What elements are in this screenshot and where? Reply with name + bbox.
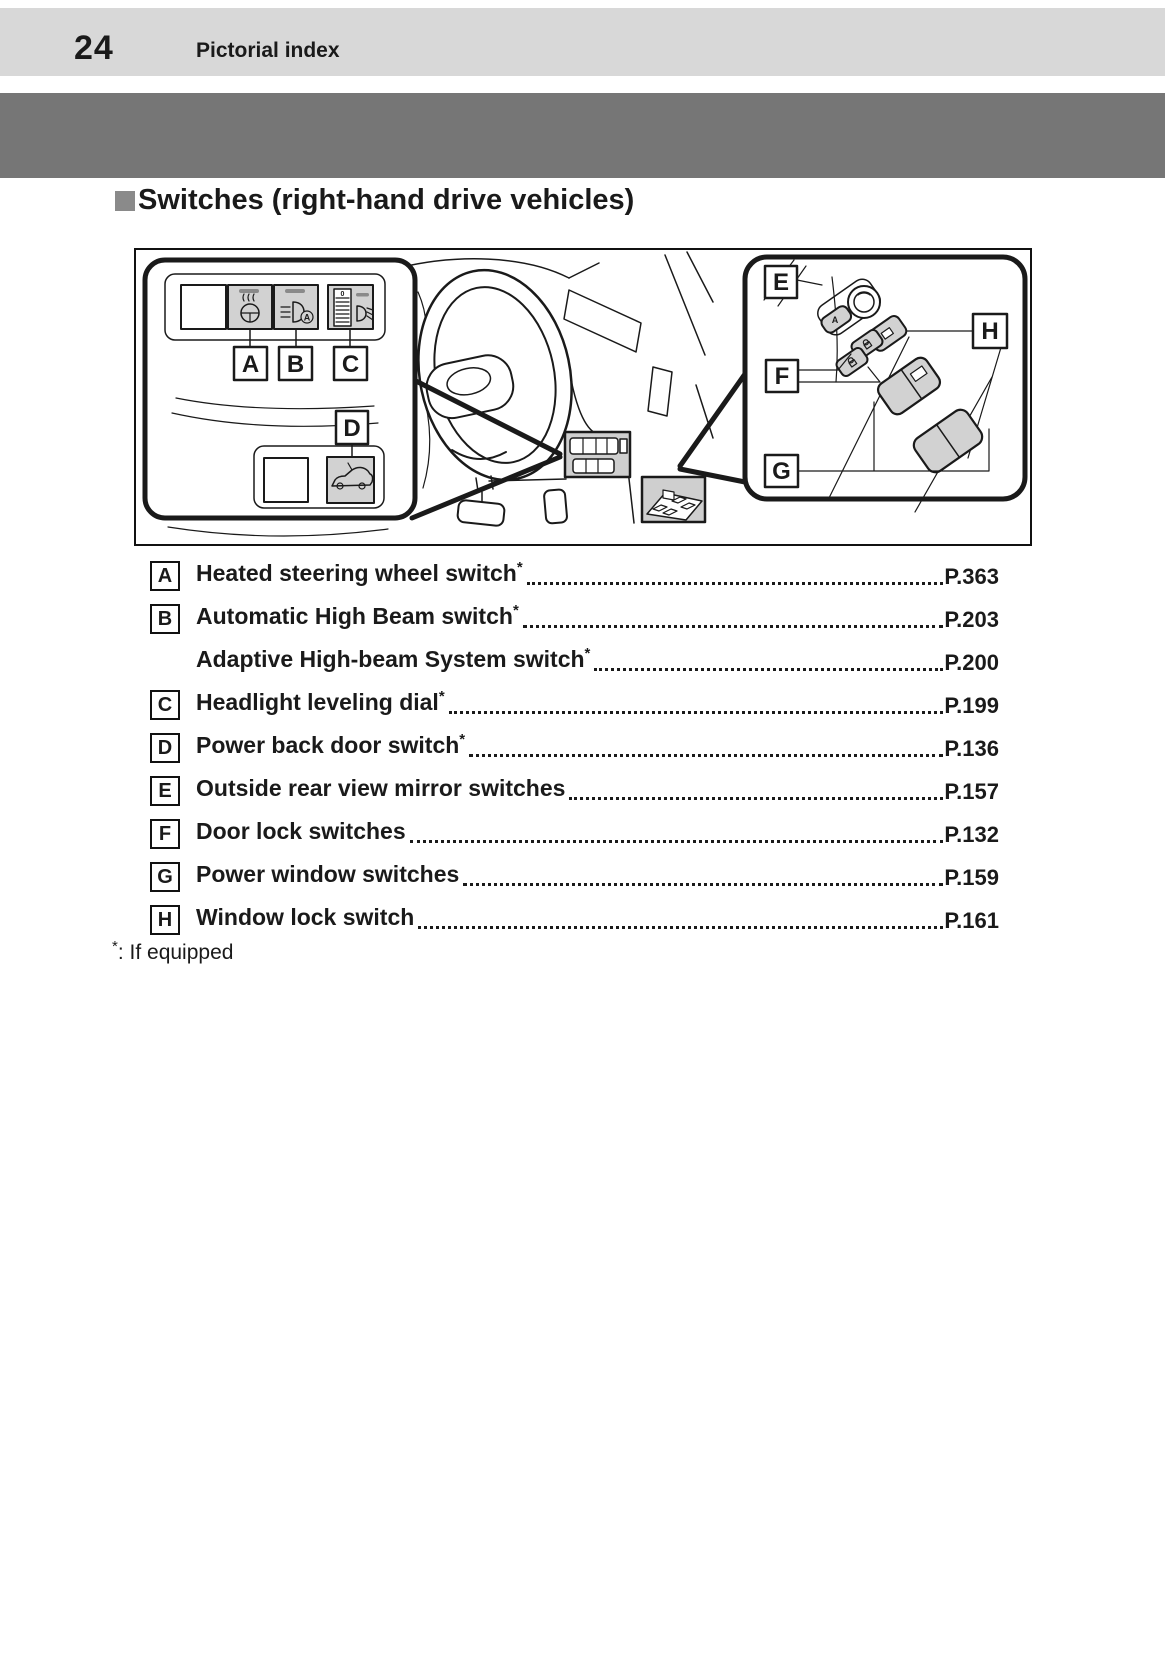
page-reference: P.199 <box>944 693 999 718</box>
automatic-high-beam-switch-icon: A <box>273 284 319 330</box>
door-lock-switches-icon <box>835 328 884 378</box>
section-title-text: Switches (right-hand drive vehicles) <box>138 184 635 216</box>
callout-b: B <box>277 345 314 382</box>
dotted-leader <box>448 711 944 714</box>
dotted-leader <box>522 625 944 628</box>
dotted-leader <box>463 883 944 886</box>
callout-letter-box: F <box>150 819 180 849</box>
section-title: Switches (right-hand drive vehicles) <box>115 184 634 217</box>
instrument-panel-switch-inset <box>563 430 632 479</box>
index-label: Outside rear view mirror switches <box>196 775 566 801</box>
callout-letter-box: E <box>150 776 180 806</box>
page-reference: P.363 <box>944 564 999 589</box>
index-label: Door lock switches <box>196 818 406 844</box>
callout-letter-box: H <box>150 905 180 935</box>
svg-text:0: 0 <box>341 291 345 298</box>
callout-letter-box: C <box>150 690 180 720</box>
heated-steering-wheel-switch-icon <box>227 284 273 330</box>
svg-text:B: B <box>287 351 304 378</box>
index-label: Heated steering wheel switch* <box>196 559 523 586</box>
asterisk-symbol: * <box>112 938 118 955</box>
index-row: E Outside rear view mirror switches P.15… <box>150 775 999 806</box>
svg-text:F: F <box>775 363 790 390</box>
index-row: G Power window switches P.159 <box>150 861 999 892</box>
page-reference: P.200 <box>944 650 999 675</box>
switch-index-list: A Heated steering wheel switch* P.363 B … <box>150 559 999 948</box>
svg-text:A: A <box>242 351 259 378</box>
svg-text:D: D <box>343 415 360 442</box>
index-row: Adaptive High-beam System switch* P.200 <box>150 645 999 677</box>
dotted-leader <box>409 840 944 843</box>
page-number: 24 <box>74 29 114 67</box>
blank-switch <box>180 284 227 330</box>
callout-letter-box: B <box>150 604 180 634</box>
callout-c: C <box>332 345 369 382</box>
mirror-select-switch-icon: A <box>820 305 853 334</box>
callout-d: D <box>334 409 370 446</box>
index-row: A Heated steering wheel switch* P.363 <box>150 559 999 591</box>
svg-text:A: A <box>304 313 311 323</box>
dotted-leader <box>469 754 944 757</box>
steering-wheel-art <box>417 268 573 527</box>
index-row: D Power back door switch* P.136 <box>150 731 999 763</box>
callout-g: G <box>763 453 800 489</box>
svg-text:A: A <box>832 315 839 325</box>
callout-pointers <box>409 371 748 521</box>
svg-text:C: C <box>342 351 359 378</box>
switches-diagram: A 0 A B C <box>134 248 1032 546</box>
power-back-door-switch-icon <box>326 456 375 504</box>
index-label: Window lock switch <box>196 904 415 930</box>
callout-e: E <box>763 264 799 300</box>
blank-switch <box>263 457 309 503</box>
index-label: Automatic High Beam switch* <box>196 602 519 629</box>
index-label: Headlight leveling dial* <box>196 688 445 715</box>
page-reference: P.132 <box>944 822 999 847</box>
instrument-panel-closeup: A 0 A B C <box>142 257 418 521</box>
dotted-leader <box>418 926 944 929</box>
pedal <box>543 488 568 525</box>
dotted-leader <box>569 797 944 800</box>
svg-text:E: E <box>773 269 789 296</box>
power-window-switches-icon <box>876 356 984 474</box>
page-reference: P.203 <box>944 607 999 632</box>
door-panel-closeup: E A H <box>742 254 1028 513</box>
callout-a: A <box>232 345 269 382</box>
index-label: Adaptive High-beam System switch* <box>196 645 591 672</box>
page-reference: P.157 <box>944 779 999 804</box>
svg-text:H: H <box>981 318 998 345</box>
dotted-leader <box>526 582 944 585</box>
door-switch-inset <box>640 475 707 524</box>
page-header-bar: 24 Pictorial index <box>0 8 1165 76</box>
headlight-leveling-dial-icon: 0 <box>327 284 374 330</box>
svg-text:G: G <box>772 458 791 485</box>
index-row: H Window lock switch P.161 <box>150 904 999 935</box>
index-label: Power window switches <box>196 861 460 887</box>
mirror-adjust-knob-icon <box>847 285 881 319</box>
callout-letter-box: G <box>150 862 180 892</box>
chapter-title: Pictorial index <box>196 39 340 62</box>
pedal <box>456 499 506 527</box>
index-label: Power back door switch* <box>196 731 466 758</box>
square-bullet-icon <box>115 190 135 211</box>
callout-f: F <box>764 358 800 394</box>
footnote: *: If equipped <box>112 938 234 965</box>
index-row: C Headlight leveling dial* P.199 <box>150 688 999 720</box>
page-reference: P.136 <box>944 736 999 761</box>
dotted-leader <box>594 668 944 671</box>
footnote-text: : If equipped <box>117 941 234 964</box>
section-divider-band <box>0 93 1165 178</box>
callout-h: H <box>971 312 1009 350</box>
index-row: B Automatic High Beam switch* P.203 <box>150 602 999 634</box>
callout-letter-box: A <box>150 561 180 591</box>
callout-letter-box: D <box>150 733 180 763</box>
page-reference: P.159 <box>944 865 999 890</box>
page-reference: P.161 <box>944 908 999 933</box>
index-row: F Door lock switches P.132 <box>150 818 999 849</box>
diagram-illustration: A 0 A B C <box>142 251 1028 537</box>
